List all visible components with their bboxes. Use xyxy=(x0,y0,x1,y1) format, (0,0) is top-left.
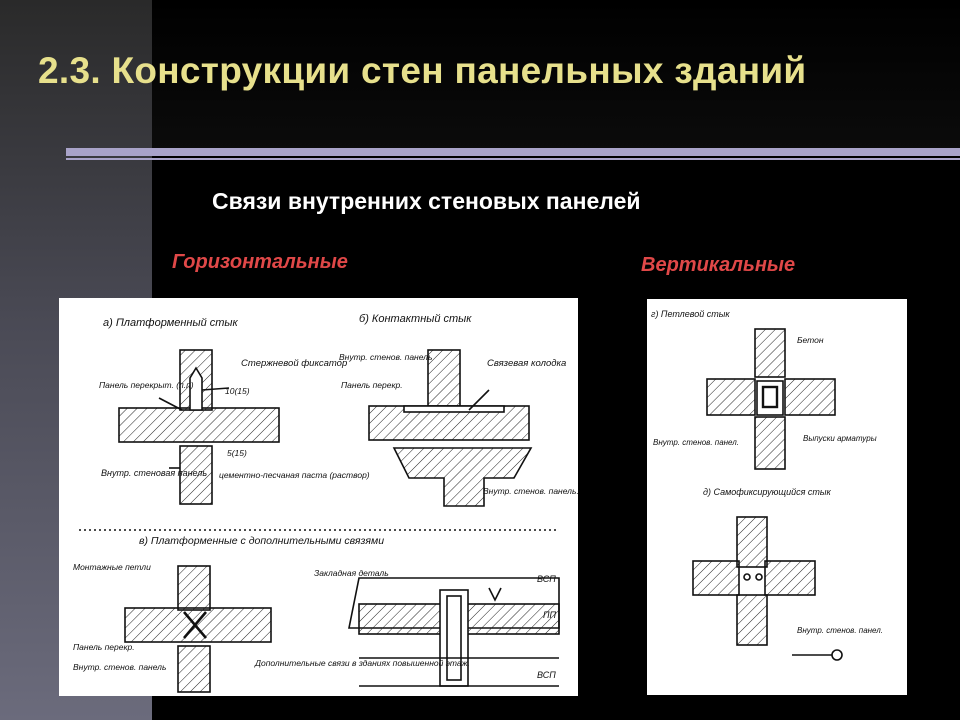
caption-v: в) Платформенные с дополнительными связя… xyxy=(139,535,384,547)
concrete-label: Бетон xyxy=(797,335,824,345)
a-mortar-label: цементно-песчаная паста (раствор) xyxy=(219,470,370,480)
b-inner-bottom-label: Внутр. стенов. панель. (ВСП) xyxy=(483,486,578,496)
v-inner-label: Внутр. стенов. панель xyxy=(73,662,166,672)
caption-g: г) Петлевой стык xyxy=(651,309,730,319)
a-rod-dim: 10(15) xyxy=(225,386,250,396)
v-extra-label: Дополнительные связи в зданиях повышенно… xyxy=(254,658,470,668)
title-band xyxy=(152,0,960,150)
a-panel-floor-label: Панель перекрыт. (п.п) xyxy=(99,380,194,390)
caption-d: д) Самофиксирующийся стык xyxy=(703,487,832,497)
v-vsp-top: ВСП xyxy=(537,574,556,584)
vertical-joints-svg: г) Петлевой стык Бетон Внутр. стенов. па… xyxy=(651,309,883,661)
label-horizontal: Горизонтальные xyxy=(172,251,348,273)
b-inner-panel-label: Внутр. стенов. панель xyxy=(339,352,432,362)
v-pp: ПП xyxy=(543,610,557,620)
caption-b: б) Контактный стык xyxy=(359,313,472,325)
v-vsp-bottom: ВСП xyxy=(537,670,556,680)
d-inner-panel-label: Внутр. стенов. панел. xyxy=(797,626,883,635)
v-floor-panel-label: Панель перекр. xyxy=(73,642,135,652)
a-inner-panel-label: Внутр. стеновая панель xyxy=(101,468,207,478)
v-loops-label: Монтажные петли xyxy=(73,562,151,572)
a-rod-label: Стержневой фиксатор xyxy=(241,358,347,369)
v-embed-label: Закладная деталь xyxy=(314,568,389,578)
b-block-label: Связевая колодка xyxy=(487,358,566,369)
slide-subtitle: Связи внутренних стеновых панелей xyxy=(212,188,641,214)
title-rule-thin xyxy=(66,158,960,160)
title-rule xyxy=(66,148,960,156)
vertical-joints-drawing: г) Петлевой стык Бетон Внутр. стенов. па… xyxy=(647,299,907,695)
caption-a: а) Платформенный стык xyxy=(103,317,239,329)
a-dim5: 5(15) xyxy=(227,448,247,458)
g-inner-panel-label: Внутр. стенов. панел. xyxy=(653,438,739,447)
slide-title: 2.3. Конструкции стен панельных зданий xyxy=(38,50,807,91)
horizontal-joints-drawing: а) Платформенный стык б) Контактный стык… xyxy=(59,298,605,696)
rebar-label: Выпуски арматуры xyxy=(803,434,877,443)
horizontal-joints-svg: а) Платформенный стык б) Контактный стык… xyxy=(73,313,605,693)
label-vertical: Вертикальные xyxy=(641,254,796,276)
b-floor-panel-label: Панель перекр. xyxy=(341,380,403,390)
